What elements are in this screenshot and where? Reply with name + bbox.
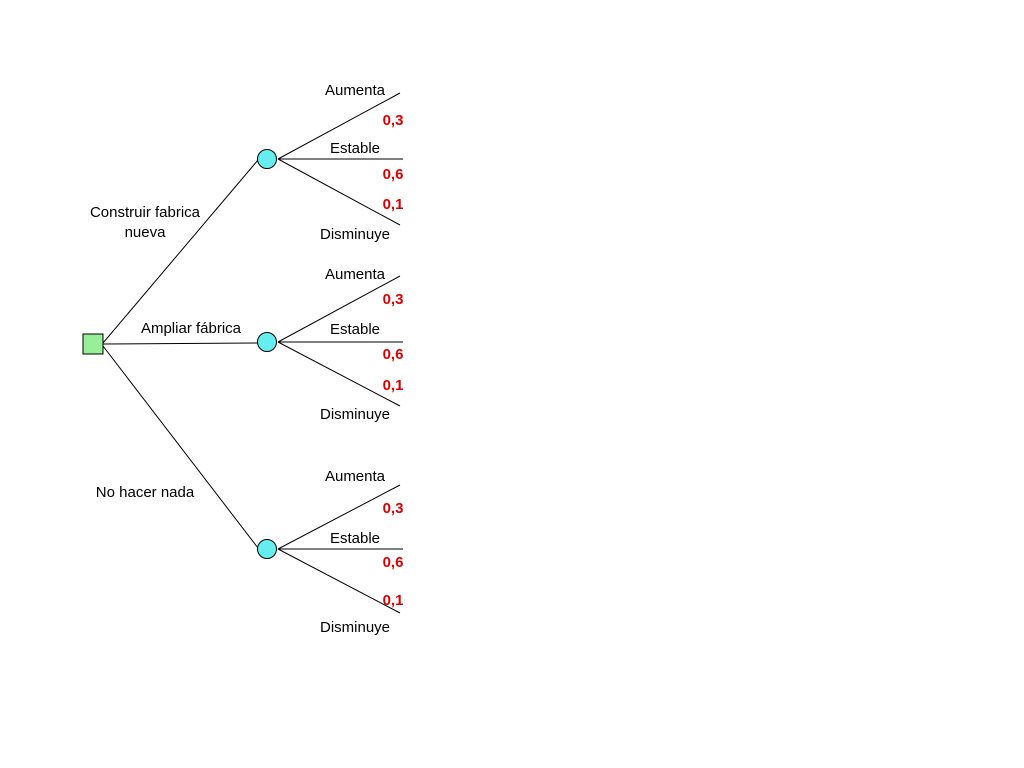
alternative-label-1: Construir fabrica (90, 204, 201, 221)
alternative-label-3: No hacer nada (96, 484, 195, 501)
outcome-label: Aumenta (325, 266, 386, 283)
outcome-label: Disminuye (320, 226, 390, 243)
outcome-branch-2-disminuye (277, 341, 401, 407)
outcome-label: Aumenta (325, 82, 386, 99)
alternative-branch-1 (102, 159, 259, 344)
alternative-branch-3 (102, 345, 259, 549)
chance-node-3 (257, 539, 277, 559)
probability-label: 0,3 (383, 500, 404, 517)
probability-label: 0,1 (383, 377, 404, 394)
probability-label: 0,3 (383, 112, 404, 129)
decision-node (82, 333, 104, 355)
probability-label: 0,3 (383, 291, 404, 308)
outcome-label: Aumenta (325, 468, 386, 485)
chance-node-1 (257, 149, 277, 169)
outcome-label: Disminuye (320, 619, 390, 636)
probability-label: 0,1 (383, 592, 404, 609)
chance-node-2 (257, 332, 277, 352)
outcome-label: Estable (330, 321, 380, 338)
alternative-label-1-line-2: nueva (125, 224, 167, 241)
outcome-branch-1-aumenta (277, 92, 401, 160)
probability-label: 0,6 (383, 554, 404, 571)
outcome-branch-1-disminuye (277, 158, 401, 226)
outcome-label: Disminuye (320, 406, 390, 423)
alternative-label-2: Ampliar fábrica (141, 320, 242, 337)
alternative-branch-2 (102, 342, 259, 345)
outcome-label: Estable (330, 140, 380, 157)
probability-label: 0,1 (383, 196, 404, 213)
outcome-label: Estable (330, 530, 380, 547)
probability-label: 0,6 (383, 346, 404, 363)
probability-label: 0,6 (383, 166, 404, 183)
outcome-branch-3-disminuye (277, 548, 401, 614)
outcome-branch-2-aumenta (277, 275, 401, 343)
outcome-branch-3-aumenta (277, 484, 401, 550)
